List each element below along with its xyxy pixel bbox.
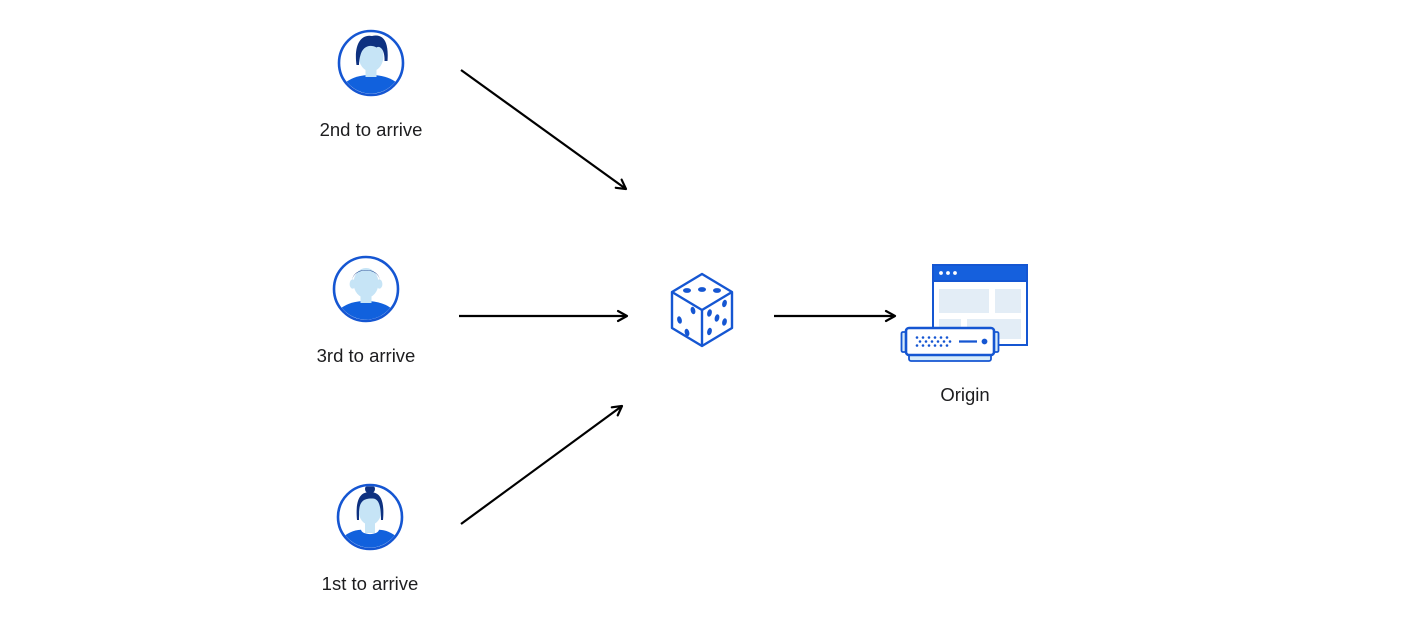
node-origin: Origin: [898, 258, 1032, 406]
node-visitor-first: 1st to arrive: [290, 482, 450, 595]
visitor-first-label: 1st to arrive: [321, 573, 419, 594]
origin-server-browser-icon: [900, 264, 1028, 362]
avatar-man-short-hair-icon: [331, 254, 401, 329]
dice-icon: [670, 272, 734, 348]
avatar-woman-bun-icon: [335, 482, 405, 557]
node-visitor-second: 2nd to arrive: [291, 28, 451, 141]
avatar-man-swept-hair-icon: [336, 28, 406, 103]
node-random-selector: [667, 268, 737, 357]
node-visitor-third: 3rd to arrive: [286, 254, 446, 367]
arrow-visitor-first-to-dice: [460, 404, 624, 525]
visitor-second-label: 2nd to arrive: [319, 119, 423, 140]
origin-label: Origin: [940, 384, 990, 405]
arrow-visitor-second-to-dice: [460, 69, 628, 191]
visitor-third-label: 3rd to arrive: [316, 345, 416, 366]
